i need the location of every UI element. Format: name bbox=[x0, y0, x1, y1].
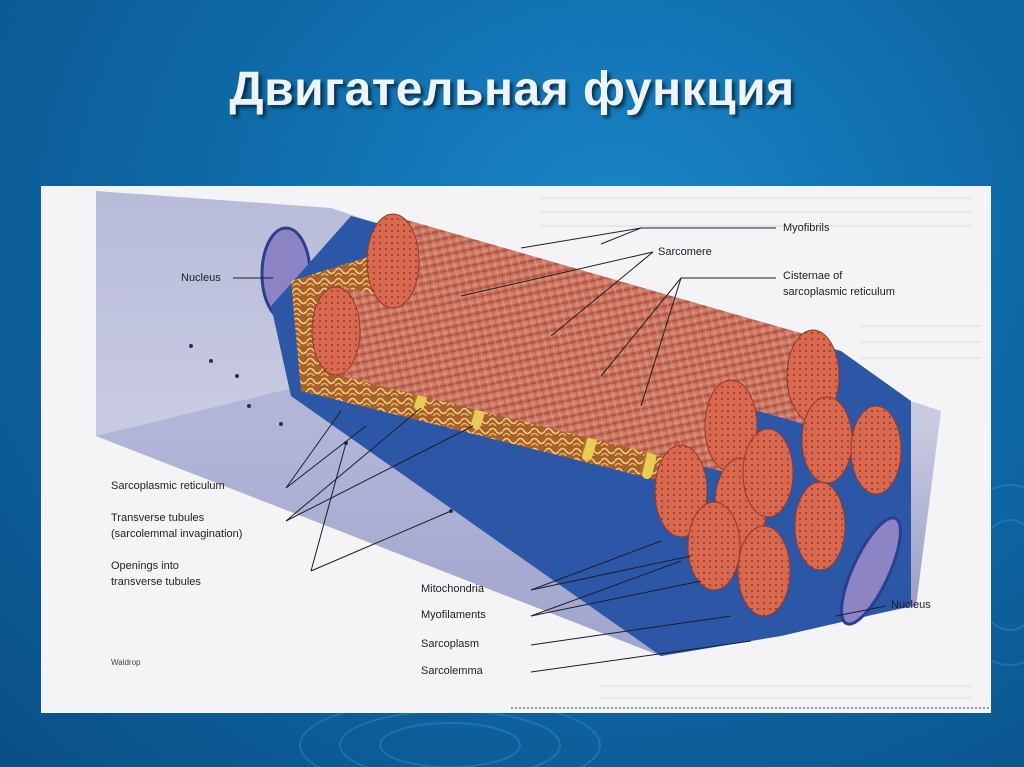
muscle-fiber-illustration bbox=[96, 191, 991, 709]
myofibril-long-upper bbox=[386, 214, 811, 426]
nucleus-right bbox=[840, 516, 902, 626]
figure-credit: Waldrop bbox=[111, 658, 141, 667]
muscle-fiber-figure: Myofibrils Sarcomere Cisternae of sarcop… bbox=[41, 186, 991, 713]
myofibril-end-2 bbox=[311, 286, 361, 376]
leader-lines bbox=[233, 227, 887, 673]
label-myofibrils: Myofibrils bbox=[783, 222, 830, 234]
label-nucleus-top: Nucleus bbox=[181, 272, 221, 284]
label-openings-line2: transverse tubules bbox=[111, 576, 201, 588]
label-transverse-tubules-line1: Transverse tubules bbox=[111, 512, 205, 524]
label-sarcolemma: Sarcolemma bbox=[421, 665, 483, 677]
page-texture bbox=[541, 197, 981, 699]
label-cisternae-line2: sarcoplasmic reticulum bbox=[783, 286, 895, 298]
label-sarcoplasm: Sarcoplasm bbox=[421, 638, 480, 650]
myofibril-cross-sections bbox=[654, 396, 902, 617]
tubule-openings bbox=[189, 344, 453, 513]
myofibril-end-1 bbox=[366, 213, 420, 309]
slide-title: Двигательная функция bbox=[229, 63, 795, 116]
label-transverse-tubules-line2: (sarcolemmal invagination) bbox=[111, 528, 243, 540]
label-openings-line1: Openings into bbox=[111, 560, 179, 572]
label-cisternae-line1: Cisternae of bbox=[783, 270, 843, 282]
myofibril-long-lower bbox=[341, 286, 741, 476]
label-nucleus-right: Nucleus bbox=[891, 599, 931, 611]
label-sarcoplasmic-reticulum: Sarcoplasmic reticulum bbox=[111, 480, 225, 492]
label-mitochondria: Mitochondria bbox=[421, 583, 484, 595]
label-sarcomere: Sarcomere bbox=[658, 246, 712, 258]
label-myofilaments: Myofilaments bbox=[421, 609, 486, 621]
